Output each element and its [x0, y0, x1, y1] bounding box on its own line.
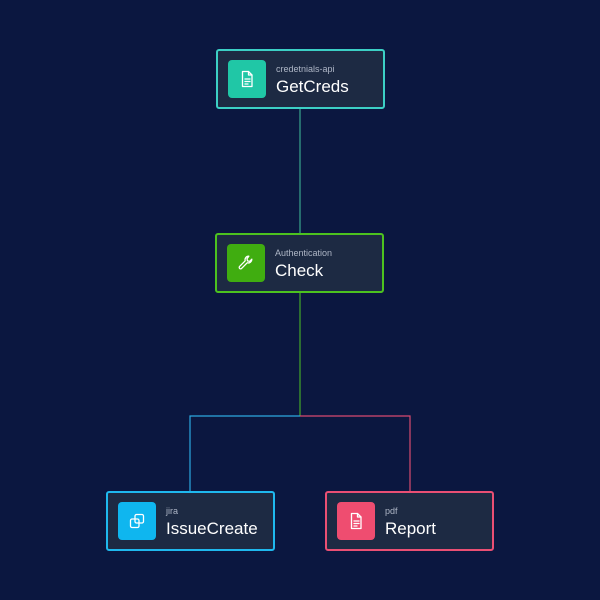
node-subtitle: pdf — [385, 506, 398, 516]
node-issuecreate[interactable]: jira IssueCreate — [106, 491, 275, 551]
node-check[interactable]: Authentication Check — [215, 233, 384, 293]
node-title: IssueCreate — [166, 519, 258, 538]
wrench-icon — [227, 244, 265, 282]
document-icon — [337, 502, 375, 540]
node-title: Report — [385, 519, 437, 538]
node-report[interactable]: pdf Report — [325, 491, 494, 551]
connector-junction-report — [300, 415, 411, 491]
copy-icon — [118, 502, 156, 540]
node-getcreds[interactable]: credetnials-api GetCreds — [216, 49, 385, 109]
node-title: Check — [275, 261, 324, 280]
node-subtitle: Authentication — [275, 248, 333, 258]
node-subtitle: jira — [166, 506, 179, 516]
document-icon — [228, 60, 266, 98]
connector-junction-issuecreate — [189, 415, 300, 491]
node-title: GetCreds — [276, 77, 349, 96]
node-subtitle: credetnials-api — [276, 64, 335, 74]
